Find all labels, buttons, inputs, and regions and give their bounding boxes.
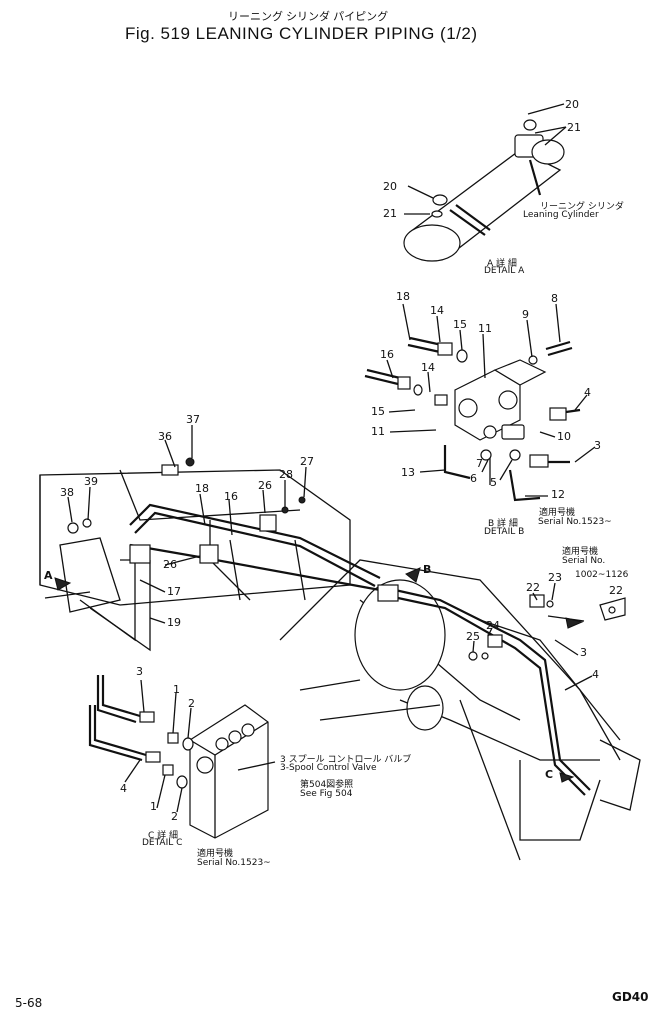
detail-b-label-jp: B 詳 細 xyxy=(488,519,518,529)
callout-b-15-mid: 15 xyxy=(371,405,385,418)
detail-b-serial: Serial No.1523~ xyxy=(538,517,612,527)
serial-inset-drawing xyxy=(599,597,626,621)
callout-b-11-mid: 11 xyxy=(371,425,385,438)
callout-37: 37 xyxy=(186,413,200,426)
callout-38: 38 xyxy=(60,486,74,499)
callout-16: 16 xyxy=(224,490,238,503)
page-number: 5-68 xyxy=(15,996,43,1010)
callout-18: 18 xyxy=(195,482,209,495)
serial-box-jp: 適用号機 xyxy=(562,547,599,557)
callout-c-1-top: 1 xyxy=(173,683,180,696)
figure-title: Fig. 519 LEANING CYLINDER PIPING (1/2) xyxy=(125,24,478,43)
callout-a-20-top: 20 xyxy=(565,98,579,111)
callout-b-14-mid: 14 xyxy=(421,361,435,374)
callout-17: 17 xyxy=(167,585,181,598)
callout-c-1-bottom: 1 xyxy=(150,800,157,813)
callout-b-8: 8 xyxy=(551,292,558,305)
callout-b-4: 4 xyxy=(584,386,591,399)
callout-23: 23 xyxy=(548,571,562,584)
detail-b-serial-jp: 適用号機 xyxy=(539,508,576,518)
callout-a-20-left: 20 xyxy=(383,180,397,193)
callout-b-5: 5 xyxy=(490,476,497,489)
detail-b-drawing xyxy=(364,303,596,502)
callout-c-2-bottom: 2 xyxy=(171,810,178,823)
callout-36: 36 xyxy=(158,430,172,443)
callout-b-16: 16 xyxy=(380,348,394,361)
callout-24: 24 xyxy=(486,619,500,632)
detail-c-label-jp: C 詳 細 xyxy=(148,831,179,841)
callout-26-top: 26 xyxy=(258,479,272,492)
detail-c-serial: Serial No.1523~ xyxy=(197,858,271,868)
callout-b-10: 10 xyxy=(557,430,571,443)
callout-b-15-top: 15 xyxy=(453,318,467,331)
detail-a-label-jp: A 詳 細 xyxy=(487,259,517,269)
callout-b-9: 9 xyxy=(522,308,529,321)
leaning-cylinder-label-jp: リーニング シリンダ xyxy=(540,202,624,212)
callout-c-2-top: 2 xyxy=(188,697,195,710)
callout-22: 22 xyxy=(526,581,540,594)
callout-b-3: 3 xyxy=(594,439,601,452)
callout-b-7: 7 xyxy=(476,457,483,470)
fig-ref-jp: 第504図参照 xyxy=(300,780,354,790)
control-valve-label-en: 3-Spool Control Valve xyxy=(280,763,377,773)
serial-box-callout-22: 22 xyxy=(609,584,623,597)
callout-a-21-left: 21 xyxy=(383,207,397,220)
callout-3-main: 3 xyxy=(580,646,587,659)
detail-c-serial-jp: 適用号機 xyxy=(197,849,234,859)
callout-28: 28 xyxy=(279,468,293,481)
serial-box-range: 1002~1126 xyxy=(575,570,629,580)
callout-b-11-top: 11 xyxy=(478,322,492,335)
callout-b-6: 6 xyxy=(470,472,477,485)
detail-c-label-en: DETAIL C xyxy=(142,838,183,848)
figure-subtitle-jp: リーニング シリンダ パイピング xyxy=(228,11,389,23)
callout-19: 19 xyxy=(167,616,181,629)
callout-39: 39 xyxy=(84,475,98,488)
callout-a-21-top: 21 xyxy=(567,121,581,134)
callout-27: 27 xyxy=(300,455,314,468)
callout-b-12: 12 xyxy=(551,488,565,501)
leaning-cylinder-label-en: Leaning Cylinder xyxy=(523,210,599,220)
callout-25: 25 xyxy=(466,630,480,643)
fig-ref-en: See Fig 504 xyxy=(300,789,353,799)
detail-c-drawing xyxy=(88,675,276,839)
callout-4-main: 4 xyxy=(592,668,599,681)
detail-a-marker: A xyxy=(44,569,53,582)
callout-b-13: 13 xyxy=(401,466,415,479)
callout-c-3: 3 xyxy=(136,665,143,678)
callout-b-18: 18 xyxy=(396,290,410,303)
detail-b-label-en: DETAIL B xyxy=(484,527,525,537)
serial-box-title: Serial No. xyxy=(562,556,606,566)
detail-a-drawing xyxy=(403,103,567,262)
callout-b-14-top: 14 xyxy=(430,304,444,317)
model-code: GD40 xyxy=(612,990,649,1004)
main-drawing xyxy=(39,425,641,861)
detail-a-label-en: DETAIL A xyxy=(484,266,525,276)
control-valve-label-jp: 3 スプール コントロール バルブ xyxy=(280,755,412,765)
detail-c-marker: C xyxy=(545,768,554,781)
detail-b-marker: B xyxy=(423,563,432,576)
callout-26-left: 26 xyxy=(163,558,177,571)
callout-c-4: 4 xyxy=(120,782,127,795)
